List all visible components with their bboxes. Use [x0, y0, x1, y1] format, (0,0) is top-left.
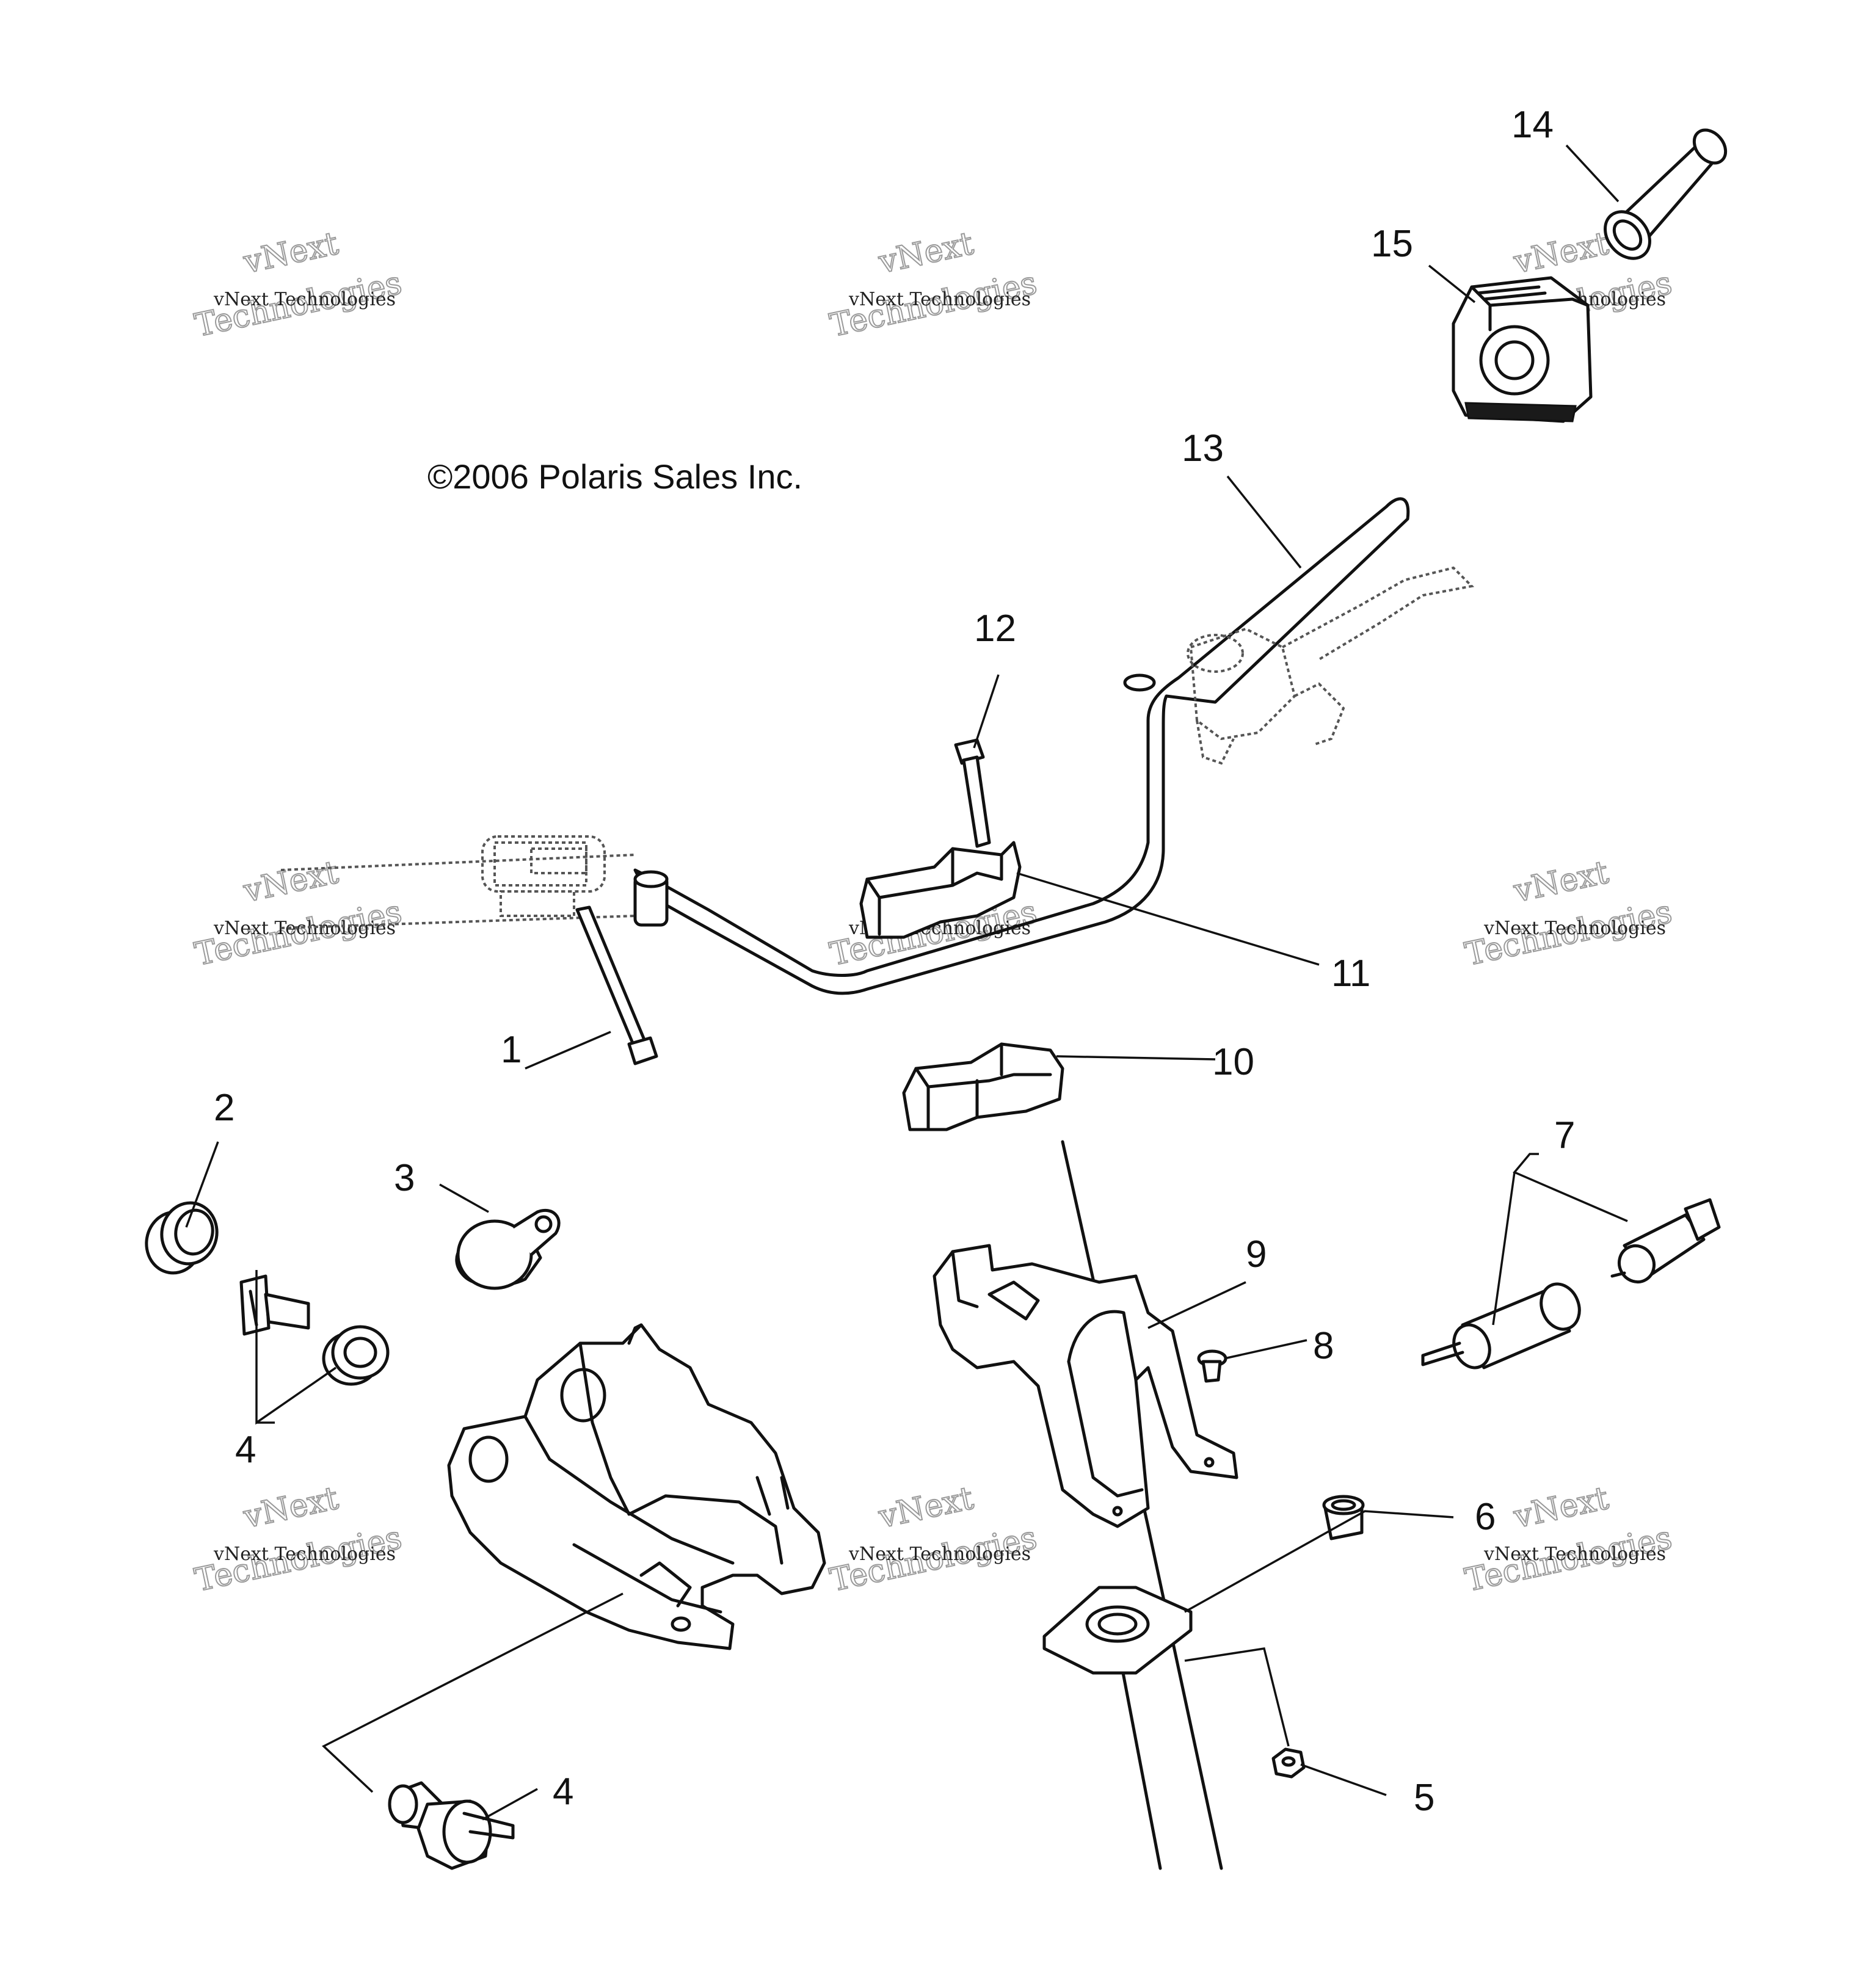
cover-part-3 [455, 1208, 561, 1290]
svg-text:vNext Technologies: vNext Technologies [848, 1544, 1031, 1565]
svg-text:vNext Technologies: vNext Technologies [213, 1544, 396, 1565]
watermark-top-center: vNext Technologies vNext Technologies [826, 225, 1041, 345]
grommet-part-4 [322, 1325, 390, 1386]
callout-3: 3 [394, 1157, 415, 1199]
leader-lines [185, 144, 1628, 1821]
screw-part-8 [1197, 1349, 1227, 1383]
callout-4-lower: 4 [553, 1771, 573, 1813]
svg-text:vNext Technologies: vNext Technologies [848, 289, 1031, 310]
watermark-bottom-center: vNext Technologies vNext Technologies [826, 1479, 1041, 1600]
callout-4-upper: 4 [235, 1429, 256, 1471]
bulb-part-7 [1610, 1198, 1721, 1284]
steering-plate [1042, 1586, 1193, 1675]
callout-15: 15 [1371, 223, 1413, 265]
nut-part-5 [1271, 1747, 1306, 1779]
callout-9: 9 [1246, 1233, 1267, 1275]
callout-7: 7 [1554, 1114, 1575, 1156]
callout-1: 1 [501, 1029, 522, 1071]
svg-text:vNext: vNext [875, 225, 976, 281]
cap-part-2 [145, 1201, 219, 1275]
callout-5: 5 [1414, 1777, 1434, 1819]
svg-text:vNext Technologies: vNext Technologies [1483, 918, 1666, 939]
grip-part-14 [1604, 128, 1728, 260]
handlebar-part-13 [280, 497, 1475, 995]
svg-text:vNext: vNext [240, 225, 341, 281]
callout-6: 6 [1475, 1496, 1496, 1538]
lower-clamp-part-10 [902, 1042, 1064, 1131]
bushing-part-6 [1322, 1495, 1365, 1540]
callout-2: 2 [214, 1087, 234, 1129]
svg-text:vNext: vNext [1510, 225, 1612, 281]
watermark-top-left: vNext Technologies vNext Technologies [191, 225, 405, 345]
copyright-text: ©2006 Polaris Sales Inc. [427, 457, 802, 496]
svg-text:vNext Technologies: vNext Technologies [213, 289, 396, 310]
svg-text:vNext Technologies: vNext Technologies [1483, 1544, 1666, 1565]
bolt-part-1 [575, 905, 658, 1065]
callout-14: 14 [1511, 104, 1554, 146]
watermark-bottom-left: vNext Technologies vNext Technologies [191, 1479, 405, 1600]
callout-8: 8 [1313, 1325, 1334, 1367]
callout-11: 11 [1331, 952, 1370, 995]
callout-13: 13 [1182, 427, 1224, 470]
upper-clamp-part-11 [859, 841, 1022, 939]
bolt-part-12 [954, 738, 991, 848]
svg-text:vNext: vNext [240, 854, 341, 910]
callout-12: 12 [974, 608, 1016, 650]
bulb-socket-part-7 [1421, 1282, 1581, 1369]
headlight-pod-housing [447, 1323, 826, 1650]
callout-10: 10 [1212, 1041, 1254, 1083]
svg-text:vNext: vNext [1510, 854, 1612, 910]
svg-text:vNext: vNext [875, 1480, 976, 1536]
svg-text:vNext: vNext [1510, 1480, 1612, 1536]
svg-text:vNext: vNext [240, 1480, 341, 1536]
bracket-part-9 [933, 1244, 1238, 1528]
clip-part-4 [239, 1274, 310, 1336]
watermark-mid-left: vNext Technologies vNext Technologies [191, 854, 405, 974]
watermark-mid-right: vNext Technologies vNext Technologies [1461, 854, 1676, 974]
switch-housing-part-15 [1452, 276, 1593, 423]
socket-part-4 [388, 1781, 515, 1870]
